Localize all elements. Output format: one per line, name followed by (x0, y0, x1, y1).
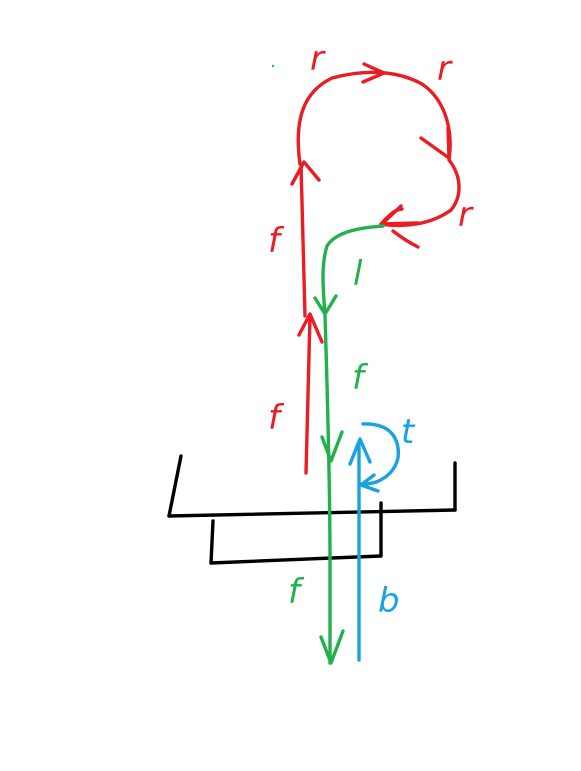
red-arrowhead-right (419, 126, 451, 160)
label-f-red-upper: f (268, 221, 285, 261)
stray-dot (271, 64, 275, 68)
left-vertical-line (167, 454, 183, 518)
label-f-green-mid: f (352, 358, 369, 398)
red-arrowhead-bottom (380, 204, 420, 226)
label-l-green: l (353, 254, 363, 294)
label-r-top-right: r (437, 49, 453, 89)
red-arrowhead-top (361, 62, 386, 84)
red-loop-tail (391, 229, 420, 249)
label-r-right: r (458, 195, 474, 235)
red-arrowhead-lower (297, 312, 324, 344)
blue-arrowhead-vertical (348, 437, 372, 466)
inner-box (209, 501, 383, 565)
label-f-green-low: f (288, 572, 305, 612)
blue-arrowhead-curl (359, 473, 380, 493)
green-arrowhead-upper (313, 294, 338, 316)
green-path (313, 224, 385, 665)
blue-path (348, 422, 400, 662)
label-b-blue: b (378, 581, 400, 621)
red-arrowhead-upper (290, 160, 321, 186)
label-t-blue: t (401, 412, 416, 452)
label-r-top-left: r (310, 39, 326, 79)
label-f-red-lower: f (268, 398, 285, 438)
red-path (290, 62, 461, 475)
labels: r r r f f l f f t b (268, 39, 474, 621)
blue-curl (359, 422, 400, 486)
black-structure (167, 454, 457, 565)
top-horizontal-line (167, 508, 457, 518)
green-arrowhead-middle (320, 430, 344, 463)
red-vertical-lower (304, 314, 312, 475)
green-arrowhead-bottom (319, 629, 345, 665)
red-vertical-upper (299, 162, 307, 318)
